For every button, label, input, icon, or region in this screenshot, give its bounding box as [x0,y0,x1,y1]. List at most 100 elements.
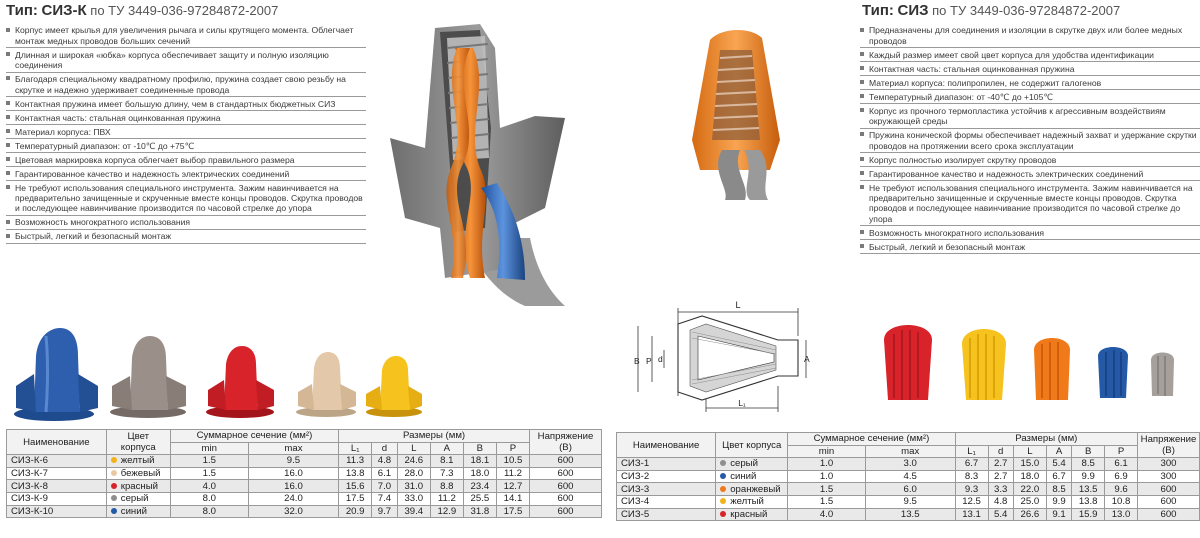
siz-k-title: Тип: СИЗ-К по ТУ 3449-036-97284872-2007 [6,2,278,19]
cell-p: 6.1 [1104,457,1138,471]
feature-item: Быстрый, легкий и безопасный монтаж [6,230,366,245]
cell-voltage: 600 [1137,494,1200,509]
model-name-cell: СИЗ-К-9 [6,491,107,506]
cell-d: 7.0 [371,479,398,493]
dim-label-l1: L₁ [738,398,746,408]
feature-item: Возможность многократного использования [860,226,1200,241]
model-name-cell: СИЗ-3 [615,482,717,496]
cell-l1: 13.8 [338,466,373,481]
siz-k-product-photos [14,328,422,421]
header-name: Наименование [6,428,107,456]
body-color-cell: красный [715,507,789,522]
cell-p: 6.9 [1104,469,1138,484]
cell-max: 16.0 [247,479,340,493]
cell-min: 1.5 [787,482,866,496]
header-section: Суммарное сечение (мм²) [787,432,956,446]
yellow-cone-icon [962,329,1006,400]
title-type: СИЗ [897,2,929,19]
siz-k-cutaway-illustration [390,24,565,306]
cell-a: 5.4 [1045,457,1073,471]
cone-profile-icon [677,315,799,401]
cell-b: 18.1 [462,454,497,468]
body-color-cell: оранжевый [715,482,789,496]
feature-item: Температурный диапазон: от -40℃ до +105℃ [860,90,1200,105]
header-color: Цвет корпуса [715,431,789,459]
blue-cone-icon [1098,347,1128,398]
cell-l1: 17.5 [338,491,373,506]
title-prefix: Тип: [862,2,894,19]
cell-voltage: 600 [1137,482,1200,496]
feature-item: Контактная часть: стальная оцинкованная … [860,62,1200,77]
cell-d: 2.7 [987,469,1014,484]
siz-k-features-list: Корпус имеет крылья для увеличения рычаг… [6,24,366,245]
header-min: min [787,444,866,459]
header-l: L [1012,444,1047,459]
header-voltage: Напряжение (В) [529,428,602,456]
cell-l1: 20.9 [338,504,373,519]
feature-item: Корпус из прочного термопластика устойчи… [860,104,1200,129]
cell-p: 14.1 [495,491,531,506]
color-dot-icon [110,507,117,514]
cell-voltage: 600 [529,479,602,493]
siz-k-spec-table: Наименование Цвет корпуса Суммарное сече… [6,428,602,519]
cell-p: 9.6 [1104,482,1138,496]
cell-d: 6.1 [371,466,398,481]
title-type: СИЗ-К [41,2,87,19]
body-color-cell: серый [715,457,789,471]
body-color-cell: синий [715,469,789,484]
body-color-cell: синий [105,504,171,519]
cell-d: 4.8 [987,494,1014,509]
siz-title: Тип: СИЗ по ТУ 3449-036-97284872-2007 [862,2,1120,19]
cell-b: 15.9 [1071,507,1106,522]
color-dot-icon [720,498,727,505]
cell-b: 9.9 [1071,469,1106,484]
yellow-connector-icon [366,356,422,417]
color-dot-icon [110,470,117,477]
cell-max: 6.0 [864,482,956,496]
header-section: Суммарное сечение (мм²) [169,429,340,443]
cell-voltage: 300 [1137,469,1200,484]
cell-l: 39.4 [396,504,431,519]
body-color-cell: желтый [715,494,789,509]
feature-item: Гарантированное качество и надежность эл… [860,167,1200,182]
cell-l: 24.6 [396,454,431,468]
cell-d: 3.3 [987,482,1014,496]
cell-l1: 9.3 [954,482,989,496]
feature-item: Корпус полностью изолирует скрутку прово… [860,153,1200,168]
cell-l: 26.6 [1012,507,1047,522]
cell-l: 15.0 [1012,457,1047,471]
header-d: d [987,444,1014,459]
color-name: красный [120,480,158,492]
cell-d: 9.7 [371,504,398,519]
cell-max: 4.5 [864,469,956,484]
cell-d: 4.8 [371,454,398,468]
feature-item: Корпус имеет крылья для увеличения рычаг… [6,24,366,49]
cell-b: 13.5 [1071,482,1106,496]
feature-item: Не требуют использования специального ин… [6,181,366,217]
cell-min: 4.0 [787,507,866,522]
cell-l: 22.0 [1012,482,1047,496]
header-color: Цвет корпуса [105,428,171,456]
gray-cone-icon [1151,352,1174,396]
cell-max: 24.0 [247,491,340,506]
cell-l1: 8.3 [954,469,989,484]
feature-item: Цветовая маркировка корпуса облегчает вы… [6,153,366,168]
model-name-cell: СИЗ-5 [615,507,717,522]
cell-min: 8.0 [169,504,249,519]
cell-voltage: 600 [1137,507,1200,522]
feature-item: Контактная пружина имеет большую длину, … [6,97,366,112]
feature-item: Материал корпуса: полипропилен, не содер… [860,76,1200,91]
cell-voltage: 600 [529,504,602,519]
dimension-lines-icon [637,308,807,412]
cell-max: 32.0 [247,504,340,519]
cell-a: 7.3 [429,466,464,481]
header-l1: L₁ [954,444,989,459]
color-name: синий [730,471,757,483]
red-cone-icon [884,325,932,400]
